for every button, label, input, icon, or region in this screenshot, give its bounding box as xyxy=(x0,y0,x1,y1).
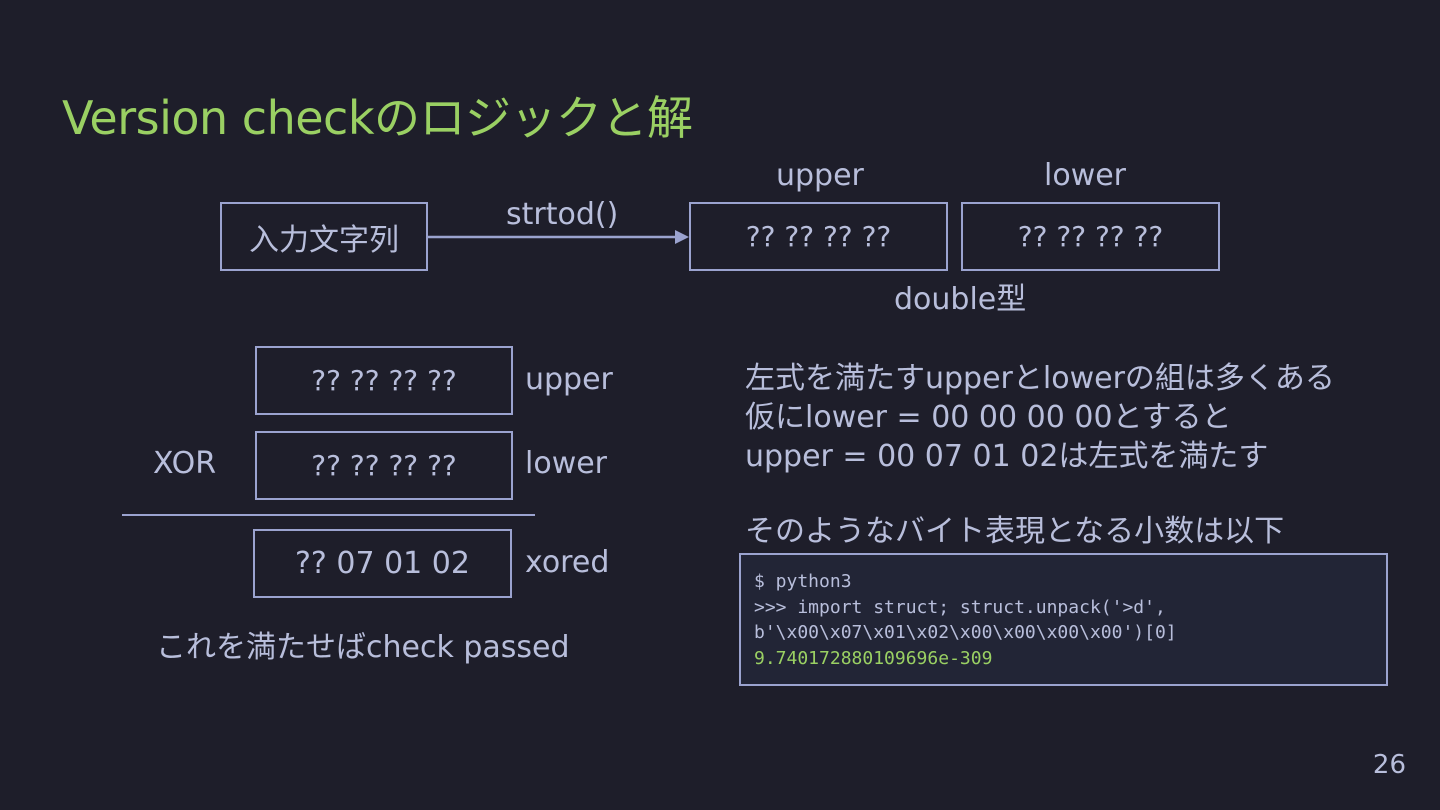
code-output: 9.740172880109696e-309 xyxy=(754,647,993,669)
explanation-line-4: そのようなバイト表現となる小数は以下 xyxy=(745,514,1285,549)
page-number: 26 xyxy=(1372,750,1406,780)
double-type-label: double型 xyxy=(894,282,1027,317)
explanation-line-2: 仮にlower = 00 00 00 00とすると xyxy=(745,400,1232,435)
upper-bytes-box: ?? ?? ?? ?? xyxy=(689,202,948,271)
lower-header: lower xyxy=(1044,158,1127,193)
code-line-import: >>> import struct; struct.unpack('>d', xyxy=(754,596,1166,618)
code-line-prompt: $ python3 xyxy=(754,571,852,592)
upper-header: upper xyxy=(776,158,864,193)
code-line-bytes: b'\x00\x07\x01\x02\x00\x00\x00\x00')[0] xyxy=(754,622,1177,643)
xored-label: xored xyxy=(525,545,610,580)
xor-upper-label: upper xyxy=(525,362,613,397)
slide-title: Version checkのロジックと解 xyxy=(62,91,693,145)
check-passed-caption: これを満たせばcheck passed xyxy=(156,630,570,665)
strtod-label: strtod() xyxy=(506,197,619,232)
xor-lower-box: ?? ?? ?? ?? xyxy=(255,431,513,500)
xor-lower-label: lower xyxy=(525,446,608,481)
xor-upper-box: ?? ?? ?? ?? xyxy=(255,346,513,415)
explanation-line-1: 左式を満たすupperとlowerの組は多くある xyxy=(745,361,1335,396)
xored-result-box: ?? 07 01 02 xyxy=(253,529,512,598)
python-code-block: $ python3 >>> import struct; struct.unpa… xyxy=(739,553,1388,686)
strtod-arrow xyxy=(428,230,689,244)
input-string-box: 入力文字列 xyxy=(220,202,428,271)
xor-operator-label: XOR xyxy=(153,446,217,481)
explanation-line-3: upper = 00 07 01 02は左式を満たす xyxy=(745,439,1269,474)
xor-divider xyxy=(122,514,535,516)
lower-bytes-box: ?? ?? ?? ?? xyxy=(961,202,1220,271)
